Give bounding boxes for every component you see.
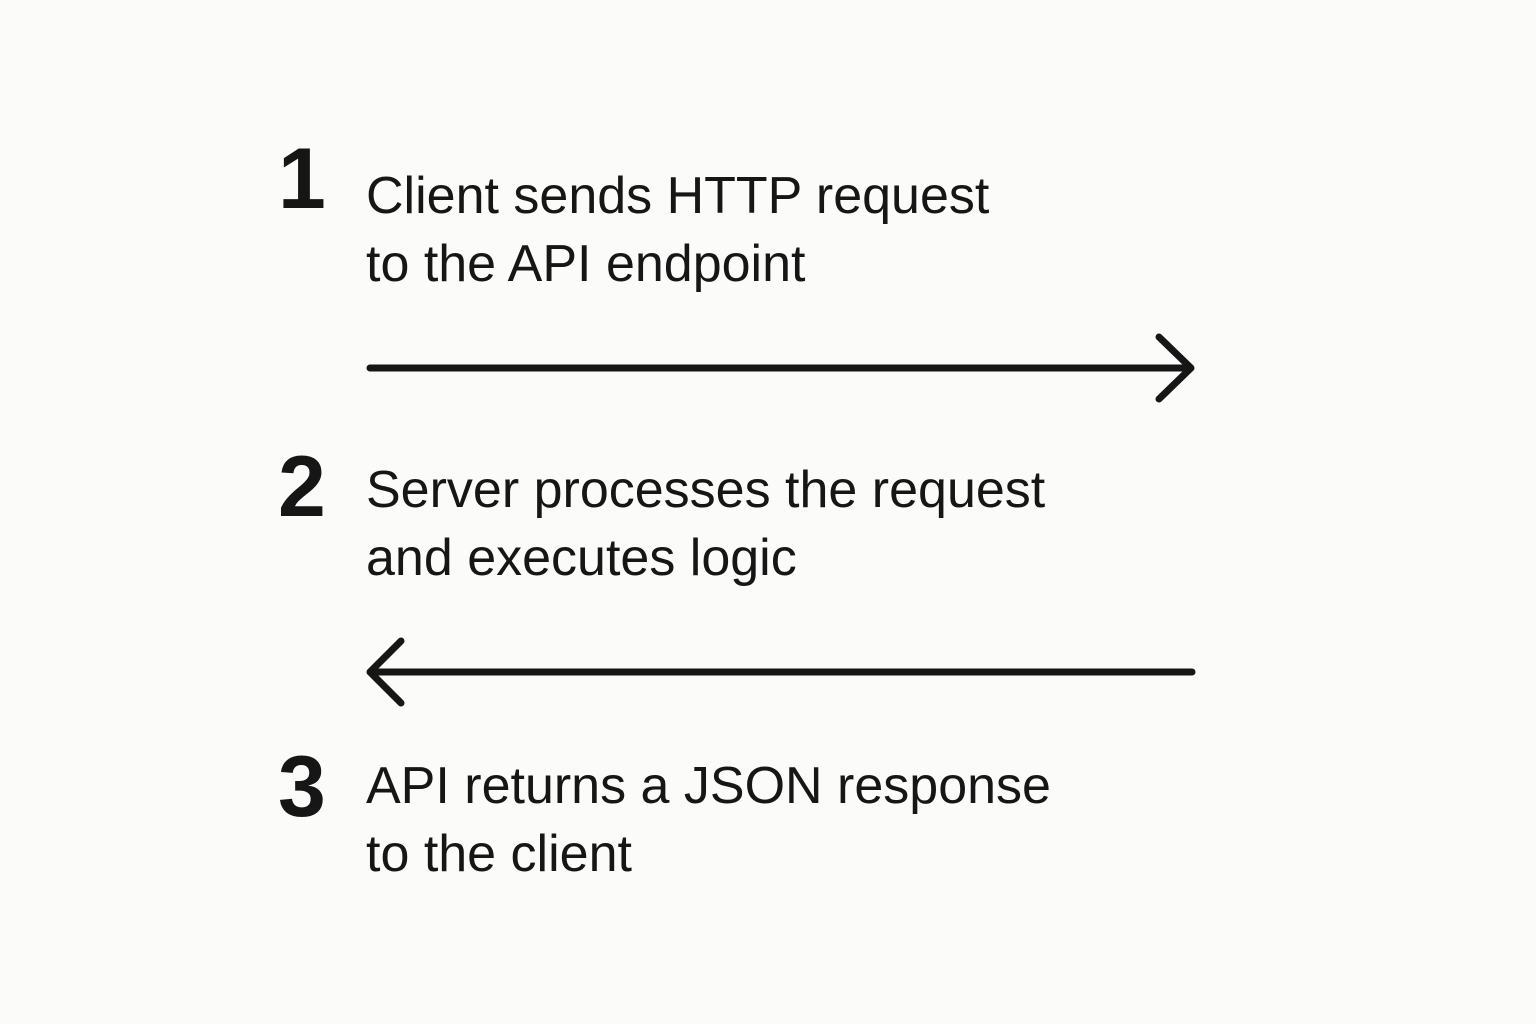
request-arrow-head xyxy=(1155,333,1195,403)
step-number-2: 2 xyxy=(278,439,326,535)
response-arrow xyxy=(366,637,1196,707)
step-1-line-2: to the API endpoint xyxy=(366,235,806,293)
step-description-2: Server processes the request and execute… xyxy=(366,456,1045,592)
step-1-line-1: Client sends HTTP request xyxy=(366,167,990,225)
step-1: 1 Client sends HTTP request to the API e… xyxy=(278,136,1178,298)
step-3-line-1: API returns a JSON response xyxy=(366,757,1051,815)
step-3: 3 API returns a JSON response to the cli… xyxy=(278,744,1178,888)
step-3-line-2: to the client xyxy=(366,825,632,883)
step-description-1: Client sends HTTP request to the API end… xyxy=(366,162,989,298)
step-2-line-2: and executes logic xyxy=(366,529,797,587)
response-arrow-head xyxy=(366,637,405,707)
step-2: 2 Server processes the request and execu… xyxy=(278,444,1178,592)
step-number-1: 1 xyxy=(278,131,326,227)
request-arrow xyxy=(366,333,1195,403)
step-number-3: 3 xyxy=(278,739,326,835)
step-2-line-1: Server processes the request xyxy=(366,461,1046,519)
step-description-3: API returns a JSON response to the clien… xyxy=(366,752,1051,888)
